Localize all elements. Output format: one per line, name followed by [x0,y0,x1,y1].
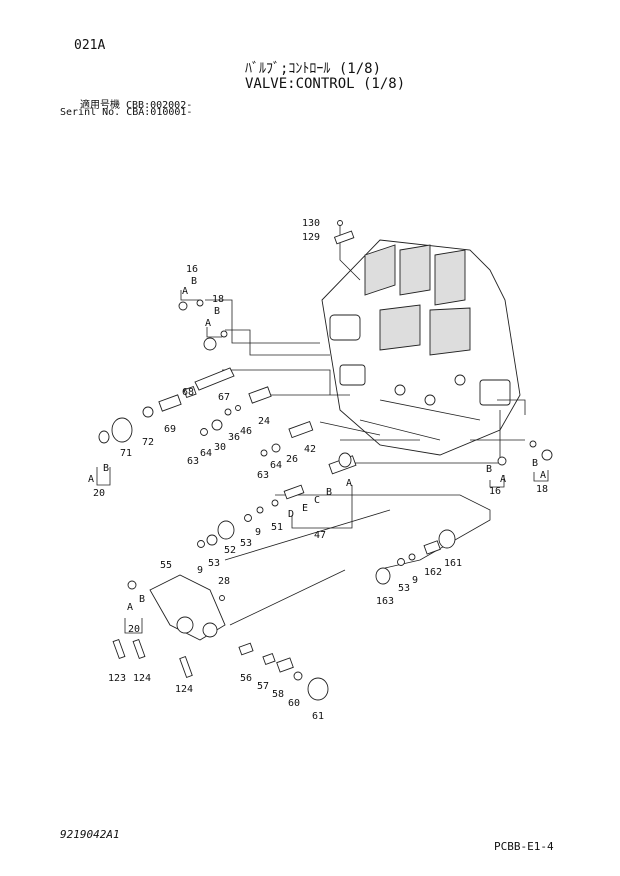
callout-label: 61 [312,711,324,722]
callout-label: 20 [128,624,140,635]
callout-label: 69 [164,424,176,435]
applicable-model: 適用号機 CBB:002002- [80,100,193,111]
callout-label: C [314,495,320,506]
part-callouts: 130 129 16 B A 18 B A 68 67 24 46 36 30 … [88,218,548,722]
callout-label: D [288,509,294,520]
callout-label: 60 [288,698,300,709]
callout-label: 64 [200,448,212,459]
callout-label: 72 [142,437,154,448]
callout-label: 124 [175,684,193,695]
title-english: VALVE:CONTROL (1/8) [245,76,406,92]
callout-label: 16 [186,264,198,275]
bracket-marks [96,290,549,634]
callout-label: 162 [424,567,442,578]
callout-label: 52 [224,545,236,556]
callout-label: 56 [240,673,252,684]
callout-label: 129 [302,232,320,243]
callout-label: 18 [212,294,224,305]
callout-label: 9 [412,575,418,586]
callout-label: 55 [160,560,172,571]
callout-label: 42 [304,444,316,455]
callout-label: A [500,474,506,485]
callout-label: B [214,306,220,317]
callout-label: 123 [108,673,126,684]
callout-label: A [88,474,94,485]
callout-label: 68 [182,387,194,398]
callout-label: 28 [218,576,230,587]
callout-label: 18 [536,484,548,495]
callout-label: 63 [187,456,199,467]
callout-label: 20 [93,488,105,499]
callout-label: B [486,464,492,475]
callout-label: 46 [240,426,252,437]
callout-label: 53 [208,558,220,569]
callout-label: B [103,463,109,474]
callout-label: B [326,487,332,498]
drawing-number: 9219042A1 [60,828,120,841]
callout-label: 130 [302,218,320,229]
callout-label: A [205,318,211,329]
callout-label: 67 [218,392,230,403]
callout-label: 163 [376,596,394,607]
callout-label: 30 [214,442,226,453]
callout-label: 161 [444,558,462,569]
callout-label: 57 [257,681,269,692]
callout-label: 9 [255,527,261,538]
callout-label: A [346,478,352,489]
callout-label: 63 [257,470,269,481]
callout-label: B [139,594,145,605]
callout-label: 53 [240,538,252,549]
serial-number: Serinl No. CBA:010001- [60,107,193,118]
callout-label: 16 [489,486,501,497]
callout-label: 26 [286,454,298,465]
page-reference: PCBB-E1-4 [494,840,554,853]
callout-label: 9 [197,565,203,576]
callout-label: 53 [398,583,410,594]
page-code: 021A [74,38,106,53]
callout-label: B [532,458,538,469]
callout-label: 64 [270,460,282,471]
callout-label: B [191,276,197,287]
callout-label: 47 [314,530,326,541]
callout-label: 58 [272,689,284,700]
title-japanese: ﾊﾞﾙﾌﾞ;ｺﾝﾄﾛｰﾙ (1/8) [245,61,382,77]
callout-label: 71 [120,448,132,459]
callout-label: 24 [258,416,270,427]
callout-label: A [182,286,188,297]
callout-label: E [302,503,308,514]
callout-label: A [127,602,133,613]
part-shapes [98,220,553,701]
callout-label: 51 [271,522,283,533]
control-valve-body [321,239,521,456]
callout-label: A [540,470,546,481]
callout-label: 124 [133,673,151,684]
callout-label: 36 [228,432,240,443]
